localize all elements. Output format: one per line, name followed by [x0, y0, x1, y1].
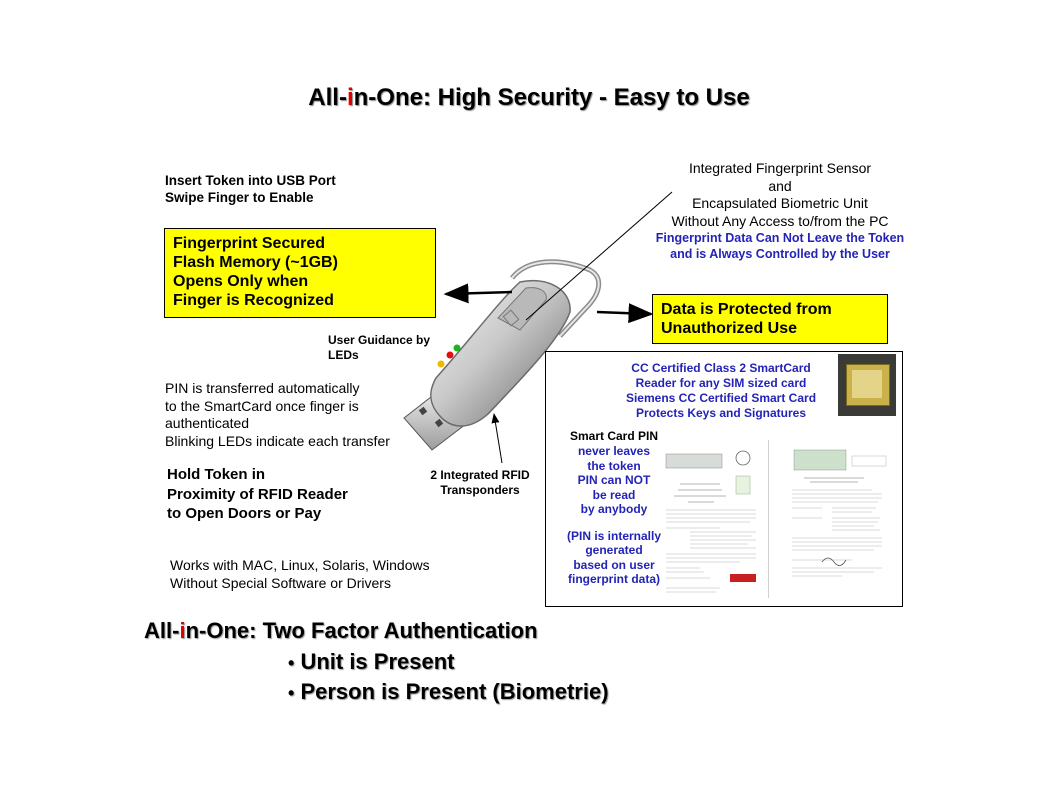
arrow-to-data-box — [596, 303, 654, 324]
certificate-document-1 — [665, 450, 756, 593]
user-guidance-label: User Guidance by LEDs — [328, 333, 431, 362]
sensor-description: Integrated Fingerprint Sensor and Encaps… — [671, 160, 889, 229]
smartcard-panel: CC Certified Class 2 SmartCard Reader fo… — [545, 351, 903, 607]
smartcard-pin-text: Smart Card PIN never leaves the token PI… — [566, 429, 662, 586]
title-highlight: i — [346, 84, 354, 111]
rfid-label: 2 Integrated RFID Transponders — [430, 468, 530, 497]
cc-certified-text: CC Certified Class 2 SmartCard Reader fo… — [625, 361, 817, 420]
compatibility-text: Works with MAC, Linux, Solaris, Windows … — [170, 557, 430, 591]
title-part: All- — [308, 84, 347, 111]
smartcard-photo — [838, 354, 896, 416]
sensor-blue-note: Fingerprint Data Can Not Leave the Token… — [655, 231, 905, 261]
insert-token-text: Insert Token into USB Port Swipe Finger … — [165, 173, 336, 205]
fingerprint-memory-box: Fingerprint Secured Flash Memory (~1GB) … — [164, 228, 436, 318]
led-green — [453, 344, 461, 352]
sensor-pointer — [525, 191, 673, 321]
bullet-person-present: • Person is Present (Biometrie) — [288, 679, 609, 704]
pin-transfer-text: PIN is transferred automatically to the … — [165, 380, 390, 449]
hold-token-text: Hold Token in Proximity of RFID Reader t… — [167, 466, 348, 522]
two-factor-heading: All-in-One: Two Factor Authentication — [144, 618, 538, 643]
title-part: n-One: High Security - Easy to Use — [353, 84, 750, 111]
arrow-to-memory — [443, 283, 513, 304]
led-red — [446, 351, 454, 359]
data-protected-box: Data is Protected from Unauthorized Use — [652, 294, 888, 344]
certificate-document-2 — [792, 449, 887, 577]
arrow-to-rfid — [491, 413, 503, 464]
fingerprint-sensor — [497, 287, 547, 331]
page-title: All-in-One: High Security - Easy to Use — [0, 84, 1058, 112]
token-body — [430, 279, 571, 427]
led-yellow — [437, 360, 445, 368]
bullet-unit-present: • Unit is Present — [288, 649, 455, 674]
